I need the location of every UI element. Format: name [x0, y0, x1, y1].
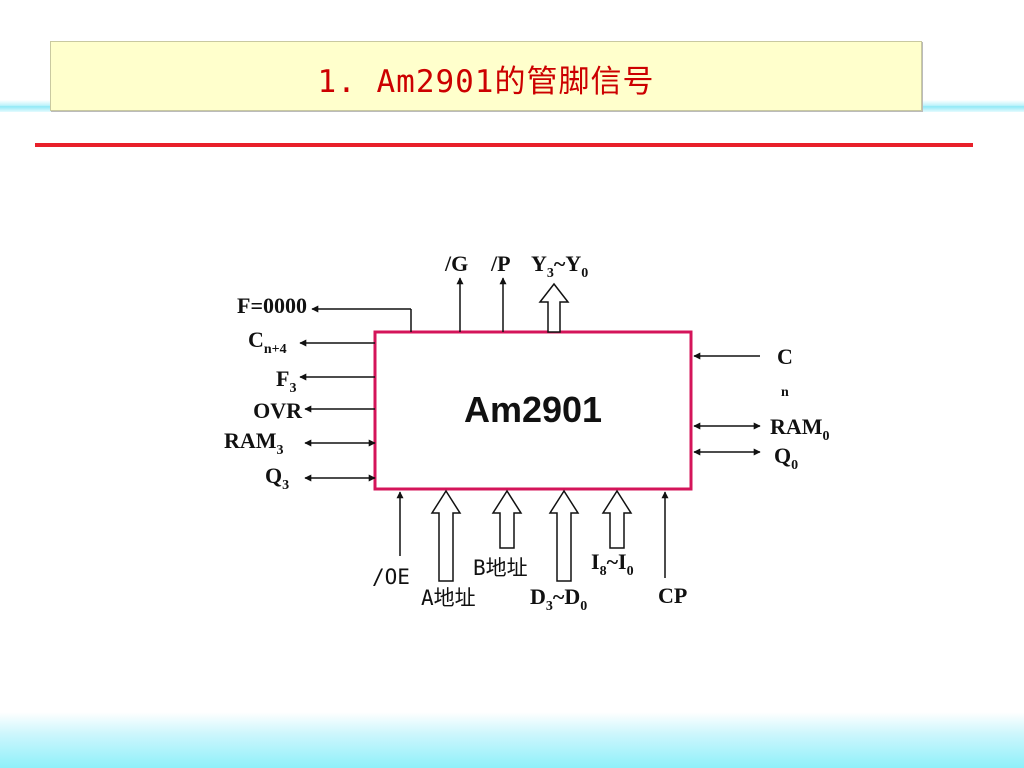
pin-label-ram3: RAM3 — [224, 428, 284, 458]
pin-label-q3: Q3 — [265, 463, 289, 493]
pin-label-i: I8~I0 — [591, 549, 634, 579]
pin-label-cn: C — [777, 344, 793, 369]
pin-label-q0: Q0 — [774, 443, 798, 473]
pin-label-b-addr: B地址 — [473, 556, 528, 580]
i-bus-arrow — [601, 489, 633, 549]
pin-label-cp: CP — [658, 583, 687, 608]
a-addr-bus-arrow — [430, 489, 462, 582]
pin-label-ovr: OVR — [253, 398, 303, 423]
pin-label-oe: /OE — [372, 565, 410, 589]
pin-label-cn-sub: n — [781, 385, 789, 400]
title-underline — [35, 143, 973, 147]
pin-label-y: Y3~Y0 — [531, 251, 588, 281]
b-addr-bus-arrow — [491, 489, 523, 549]
chip-body — [373, 330, 693, 491]
chip-name: Am2901 — [464, 389, 602, 430]
pin-label-a-addr: A地址 — [421, 586, 476, 610]
pin-label-g: /G — [444, 251, 468, 276]
slide-title: 1. Am2901的管脚信号 — [317, 64, 655, 100]
pin-label-ram0: RAM0 — [770, 414, 830, 444]
y-bus-arrow — [538, 282, 570, 333]
title-box: 1. Am2901的管脚信号 — [50, 41, 922, 111]
pin-label-cn4: Cn+4 — [248, 327, 287, 357]
d-bus-arrow — [548, 489, 580, 582]
pin-label-f0000: F=0000 — [237, 293, 307, 318]
bottom-decorative-band — [0, 712, 1024, 768]
pin-label-d: D3~D0 — [530, 584, 587, 614]
pin-label-f3: F3 — [276, 366, 296, 396]
pin-label-p: /P — [490, 251, 511, 276]
